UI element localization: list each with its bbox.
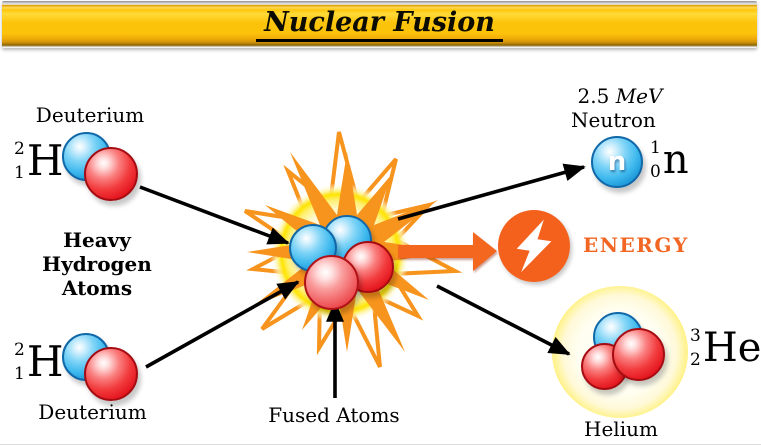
heavy-hydrogen-heading: Heavy Hydrogen Atoms [42, 228, 152, 300]
atomic-number: 0 [650, 161, 661, 182]
neutron-name-label: Neutron [571, 108, 656, 132]
proton-sphere [304, 255, 359, 310]
page-title: Nuclear Fusion [256, 7, 503, 42]
element-symbol: He [702, 325, 761, 371]
proton-sphere [84, 147, 138, 201]
neutron-letter: n [607, 147, 627, 177]
element-symbol: H [26, 136, 64, 185]
atomic-number: 1 [14, 363, 25, 384]
arrow-fusion-to-neutron [397, 163, 586, 221]
fused-atoms-label: Fused Atoms [268, 403, 400, 427]
proton-sphere [84, 347, 138, 401]
deuterium-bottom-nuclide: 2 1 H [14, 339, 63, 385]
mass-number: 1 [650, 137, 661, 158]
atomic-number: 1 [14, 162, 25, 183]
deuterium-top-nuclide: 2 1 H [14, 138, 63, 184]
energy-arrow [398, 232, 497, 271]
helium-nuclide: 3 2 He [690, 325, 761, 371]
title-banner: Nuclear Fusion [2, 1, 757, 48]
particle-symbol: n [662, 137, 689, 183]
energy-label: ENERGY [583, 233, 689, 257]
proton-sphere [612, 328, 665, 381]
arrow-fusion-to-helium [436, 284, 571, 356]
mass-number: 2 [14, 339, 25, 360]
arrow-deuterium-top-to-fusion [139, 185, 290, 245]
energy-badge [498, 210, 570, 282]
neutron-energy-label: 2.5 MeV [577, 84, 663, 108]
helium-name-label: Helium [584, 417, 658, 441]
mass-number: 2 [14, 138, 25, 159]
deuterium-top-label: Deuterium [35, 103, 145, 127]
deuterium-bottom-label: Deuterium [38, 400, 147, 424]
mass-number: 3 [690, 325, 701, 346]
element-symbol: H [26, 337, 64, 386]
neutron-particle-sphere: n [591, 136, 643, 188]
arrow-deuterium-bottom-to-fusion [145, 280, 300, 369]
atomic-number: 2 [690, 349, 701, 370]
lightning-bolt-icon [516, 219, 552, 273]
neutron-nuclide: 1 0 n [650, 137, 689, 183]
